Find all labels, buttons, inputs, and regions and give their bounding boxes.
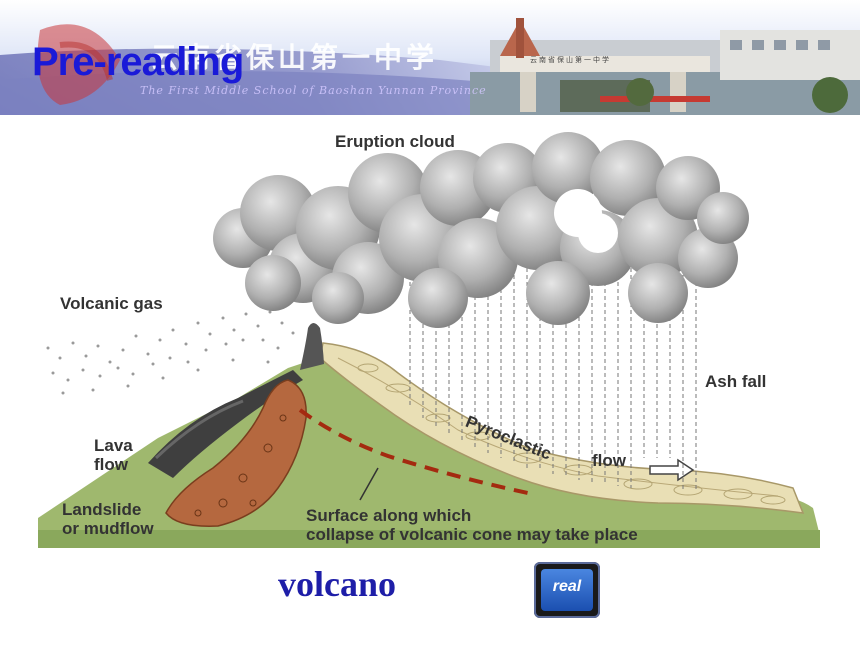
flow-arrow-icon	[649, 458, 695, 482]
label-flow: flow	[592, 451, 626, 470]
label-eruption-cloud: Eruption cloud	[335, 132, 455, 151]
landslide-mudflow	[165, 379, 307, 527]
collapse-surface-line	[298, 408, 529, 495]
page-title: Pre-reading	[32, 40, 244, 84]
gate-sign: 云南省保山第一中学	[530, 56, 611, 64]
label-lava-flow: Lava flow	[94, 436, 133, 474]
banner-background	[0, 0, 860, 115]
vocabulary-word: volcano	[278, 564, 397, 604]
volcano-diagram: Eruption cloud Volcanic gas Ash fall Lav…	[38, 118, 820, 548]
realplayer-icon: real	[541, 569, 593, 611]
header-banner: 云南省保山第一中学 The First Middle School of Bao…	[0, 0, 860, 115]
label-volcanic-gas: Volcanic gas	[60, 294, 163, 313]
volcano-illustration	[38, 118, 820, 548]
school-name-cn: 云南省保山第一中学	[150, 41, 439, 74]
realplayer-label: real	[552, 578, 582, 595]
label-ash-fall: Ash fall	[705, 372, 767, 391]
volcanic-vent	[300, 323, 324, 370]
label-landslide: Landslide or mudflow	[62, 500, 154, 538]
school-name-en: The First Middle School of Baoshan Yunna…	[140, 84, 487, 97]
eruption-cloud	[213, 132, 749, 328]
lava-flow	[148, 370, 303, 478]
volcanic-gas-particles	[46, 310, 295, 395]
realplayer-button[interactable]: real	[534, 562, 600, 618]
label-collapse-surface: Surface along which collapse of volcanic…	[306, 506, 638, 544]
